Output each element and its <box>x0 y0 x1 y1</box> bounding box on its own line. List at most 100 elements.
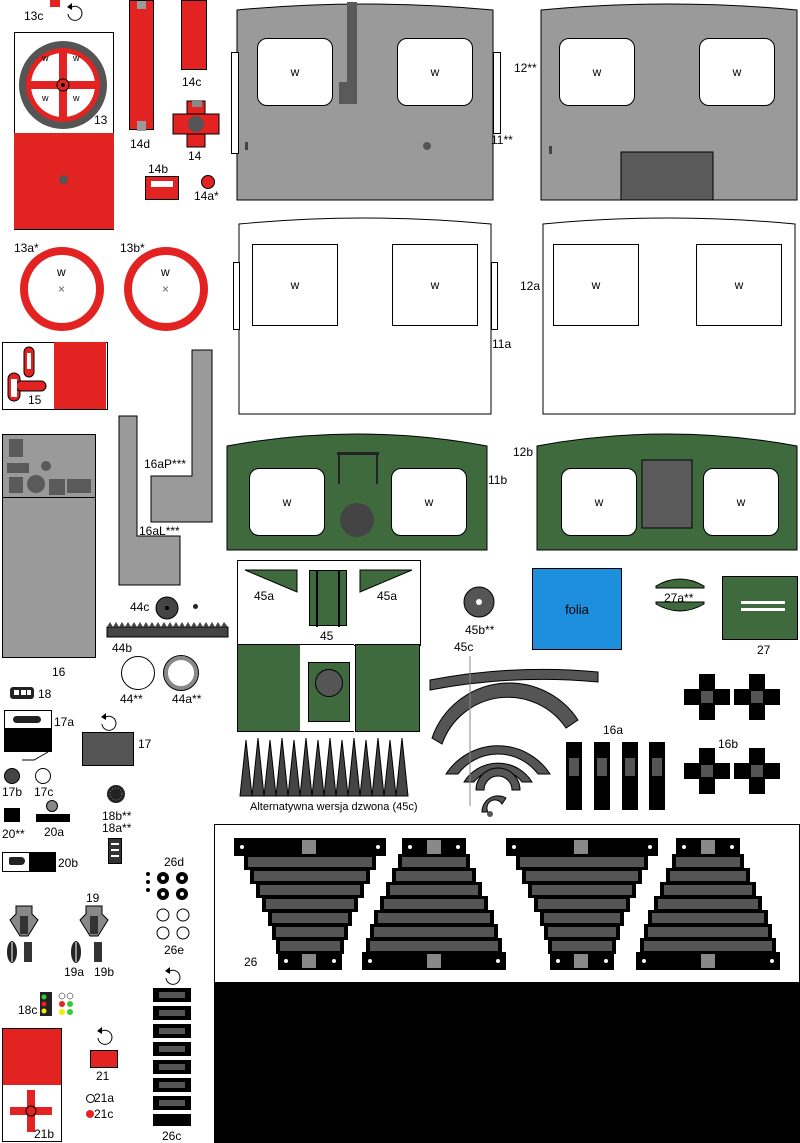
label-11b: 11b <box>488 473 508 487</box>
part-45-bell-disc <box>315 669 343 697</box>
part-14b-slot <box>151 181 173 187</box>
part-26-step-upright-2 <box>636 838 780 970</box>
part-44c-gear <box>155 596 179 620</box>
part-21b-cross <box>10 1090 52 1132</box>
label-18: 18 <box>38 687 52 701</box>
part-21b-red-top <box>3 1029 61 1085</box>
part-26d-bolts <box>146 872 188 900</box>
label-20a: 20a <box>44 825 65 839</box>
part-11-window-left: w <box>257 38 333 106</box>
part-20b-black <box>29 853 55 871</box>
part-14d-tab <box>137 1 146 9</box>
label-18c: 18c <box>18 1003 38 1017</box>
part-14c-bar <box>181 0 207 70</box>
part-13-red-panel <box>14 133 114 229</box>
label-14a: 14a* <box>194 189 219 203</box>
part-11-flap-right <box>493 52 501 134</box>
label-14b: 14b <box>148 162 169 176</box>
part-18a <box>108 838 122 864</box>
label-45a-left: 45a <box>254 589 275 603</box>
part-16a-4 <box>649 742 665 810</box>
part-45-column <box>309 570 347 627</box>
label-16aL: 16aL*** <box>139 524 180 538</box>
rotate-arrow-icon-26c <box>165 967 181 985</box>
part-16-block-4 <box>67 479 91 493</box>
part-12b-window-right: w <box>703 468 779 536</box>
part-19a-19b-right <box>71 941 102 963</box>
part-16a-2-mid <box>597 758 607 776</box>
label-18a: 18a** <box>102 821 132 835</box>
label-12b: 12b <box>513 445 534 459</box>
part-12a-window-left: w <box>553 244 639 326</box>
label-13a: 13a* <box>14 241 39 255</box>
wheel-w-2: w <box>73 53 80 63</box>
label-14d: 14d <box>130 137 151 151</box>
label-44c: 44c <box>130 600 150 614</box>
label-17a: 17a <box>54 715 75 729</box>
label-17: 17 <box>138 737 152 751</box>
folia-label: folia <box>565 601 589 617</box>
part-17b <box>4 768 20 784</box>
label-20b: 20b <box>58 856 79 870</box>
part-20b-blob <box>9 857 25 865</box>
wheel-w-3: w <box>42 93 49 103</box>
label-26e: 26e <box>164 943 185 957</box>
part-18 <box>10 687 34 699</box>
part-45c-bell-arcs <box>429 656 599 817</box>
part-17a-slot <box>13 716 41 723</box>
label-45b: 45b** <box>465 623 495 637</box>
rim-a-w: w <box>57 265 66 279</box>
part-16a-3-mid <box>625 758 635 776</box>
part-17a <box>4 710 52 752</box>
part-14b <box>145 176 179 200</box>
label-44: 44** <box>120 692 143 706</box>
part-27-slot-1 <box>741 601 785 604</box>
part-17a-wire <box>22 751 49 761</box>
label-44b: 44b <box>112 641 133 655</box>
part-45b-disc <box>463 586 495 618</box>
part-18a-line2 <box>111 849 119 851</box>
part-11a-window-left: w <box>252 244 338 326</box>
part-13b-rim <box>124 247 208 331</box>
label-12a: 12a <box>520 279 541 293</box>
part-20 <box>4 808 20 822</box>
label-45c: 45c <box>454 640 474 654</box>
label-26d: 26d <box>164 855 185 869</box>
rim-b-center: × <box>162 282 170 296</box>
part-16b-cross-1 <box>684 674 730 720</box>
part-27-slot-2 <box>741 608 785 611</box>
part-26-step-inverted-2 <box>506 838 658 970</box>
part-11a-flap-left <box>233 262 240 330</box>
part-13-wheel <box>19 41 107 129</box>
rotate-arrow-icon-21 <box>97 1027 113 1045</box>
part-44-disc <box>121 656 155 690</box>
rim-a-center: × <box>58 282 66 296</box>
label-11a: 11a <box>492 337 512 351</box>
label-16aP: 16aP*** <box>144 457 187 471</box>
part-15-lever <box>7 346 47 402</box>
part-17c <box>35 768 51 784</box>
part-45a-left <box>244 569 298 593</box>
part-16a-1 <box>566 742 582 810</box>
label-19b: 19b <box>94 965 115 979</box>
part-18c-signal <box>40 992 74 1016</box>
wheel-w-4: w <box>73 93 80 103</box>
part-18a-line1 <box>111 843 119 845</box>
label-18b: 18b** <box>102 809 132 823</box>
part-11b-window-right: w <box>391 468 467 536</box>
label-26c: 26c <box>162 1129 182 1143</box>
label-16: 16 <box>52 665 66 679</box>
label-21: 21 <box>96 1069 110 1083</box>
part-16-gauge <box>41 461 51 471</box>
rotate-arrow-icon <box>67 3 83 21</box>
part-45a-right <box>359 569 413 593</box>
part-16a-4-mid <box>652 758 662 776</box>
part-16-block-1 <box>9 439 23 457</box>
label-11: 11** <box>491 133 513 147</box>
part-16aP <box>150 349 213 523</box>
part-16-block-3 <box>49 479 65 495</box>
label-13b: 13b* <box>120 241 145 255</box>
label-27: 27 <box>757 643 771 657</box>
folia-panel: folia <box>532 568 622 650</box>
part-16a-1-mid <box>569 758 579 776</box>
